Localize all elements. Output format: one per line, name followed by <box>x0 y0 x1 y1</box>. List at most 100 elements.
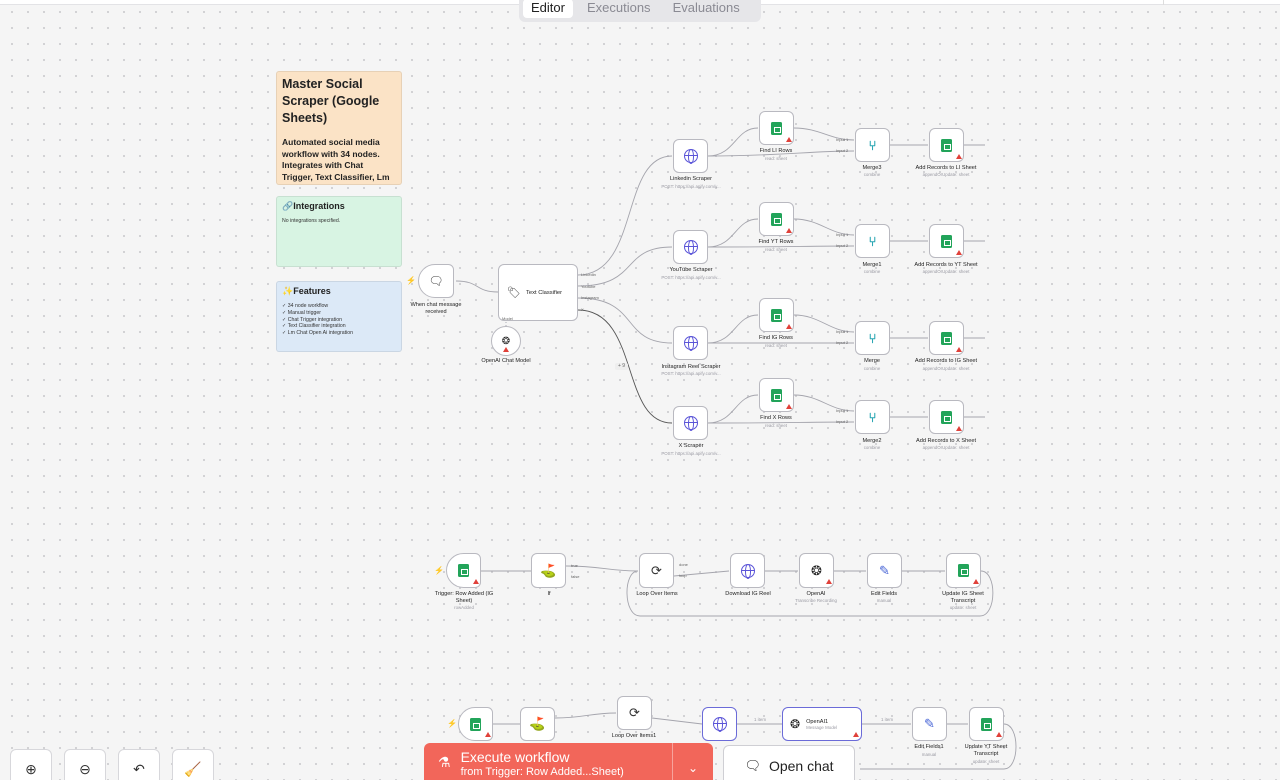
node-trigger-row-added-yt[interactable] <box>458 707 493 741</box>
edge-classifier-linkedin <box>577 155 673 276</box>
node-label: Find YT Rows <box>758 239 794 245</box>
tab-executions[interactable]: Executions <box>586 0 651 15</box>
node-add-records-x[interactable] <box>929 400 964 434</box>
node-x-scraper[interactable] <box>673 406 708 440</box>
warning-icon <box>973 579 979 584</box>
node-merge3[interactable]: ⑂ <box>855 128 890 162</box>
node-chat-trigger[interactable]: 🗨 <box>418 264 454 298</box>
edge-ig-find <box>707 314 759 344</box>
edge-row2-3 <box>673 570 730 577</box>
node-youtube-scraper[interactable] <box>673 230 708 264</box>
node-edit-fields[interactable]: ✎ <box>867 553 902 588</box>
node-download-ig-reel[interactable] <box>730 553 765 588</box>
node-label: Instagram Reel Scraper <box>661 364 721 370</box>
node-loop-over-items[interactable]: ⟳ <box>639 553 674 588</box>
view-tabs: Editor Executions Evaluations <box>519 0 761 22</box>
execute-workflow-button[interactable]: ⚗ Execute workflow from Trigger: Row Add… <box>424 743 713 780</box>
node-label: If <box>547 591 551 597</box>
node-subtitle: manual <box>876 598 892 603</box>
port-label-instagram: Instagram <box>581 295 599 300</box>
node-label: Loop Over Items <box>636 591 678 597</box>
open-chat-button[interactable]: 🗨 Open chat <box>723 745 855 780</box>
zoom-out-button[interactable]: ⊖ <box>64 749 106 780</box>
node-subtitle: appendOrUpdate: sheet <box>922 172 970 177</box>
warning-icon <box>956 250 962 255</box>
node-subtitle: POST: https://api.apify.com/v... <box>661 371 721 376</box>
sheet-icon <box>771 121 782 135</box>
sticky-note-integrations[interactable]: 🔗Integrations No integrations specified. <box>276 196 402 267</box>
broom-icon: 🧹 <box>184 760 202 777</box>
node-merge2[interactable]: ⑂ <box>855 400 890 434</box>
sheet-icon <box>470 717 481 731</box>
feature-list: ✓ 34 node workflow ✓ Manual trigger ✓ Ch… <box>282 303 396 337</box>
node-edit-fields1[interactable]: ✎ <box>912 707 947 741</box>
sticky-features-title: ✨Features <box>282 286 331 296</box>
execute-label: Execute workflow <box>460 749 570 765</box>
edge-label-items: 1 item <box>881 717 893 722</box>
node-update-ig-transcript[interactable] <box>946 553 981 588</box>
port-label-done: done <box>679 562 688 567</box>
node-label: Merge3 <box>862 165 882 171</box>
node-label: Loop Over Items1 <box>611 733 657 739</box>
node-http-request-yt[interactable] <box>702 707 737 741</box>
execute-dropdown-button[interactable]: ⌄ <box>673 743 713 780</box>
node-subtitle: appendOrUpdate: sheet <box>922 445 970 450</box>
node-subtitle: read: sheet <box>765 247 787 252</box>
tidy-up-button[interactable]: 🧹 <box>172 749 214 780</box>
warning-icon <box>485 732 491 737</box>
feature-item: ✓ Chat Trigger integration <box>282 316 342 323</box>
openai-icon: ❂ <box>790 717 801 731</box>
edge-yt-merge <box>707 245 855 248</box>
globe-icon <box>683 336 698 351</box>
node-loop-over-items1[interactable]: ⟳ <box>617 696 652 730</box>
sticky-note-main[interactable]: Master Social Scraper (Google Sheets) Au… <box>276 71 402 185</box>
sheet-icon <box>771 212 782 226</box>
warning-icon <box>473 579 479 584</box>
tab-evaluations[interactable]: Evaluations <box>672 0 740 15</box>
undo-button[interactable]: ↶ <box>118 749 160 780</box>
edge-row2-loopback <box>626 570 994 617</box>
port-label-input1: Input 1 <box>836 137 849 142</box>
edge-findyt-merge <box>793 218 855 236</box>
node-subtitle: POST: https://api.apify.com/v... <box>661 184 721 189</box>
port-label-input2: Input 2 <box>836 340 849 345</box>
trigger-bolt-icon: ⚡ <box>447 719 457 728</box>
node-merge[interactable]: ⑂ <box>855 321 890 355</box>
node-subtitle: manual <box>921 752 937 757</box>
node-text-classifier[interactable]: 🏷 Text Classifier <box>498 264 578 321</box>
node-label: Update IG Sheet Transcript <box>942 591 984 604</box>
node-openai1-label: OpenAI1 <box>806 718 829 725</box>
plus-9-badge[interactable]: + 9 <box>615 363 629 370</box>
node-openai1[interactable]: ❂ OpenAI1 Message Model <box>782 707 862 741</box>
node-subtitle: read: sheet <box>765 156 787 161</box>
edge-row3-2 <box>554 712 617 719</box>
globe-icon <box>683 149 698 164</box>
pencil-icon: ✎ <box>879 562 890 578</box>
warning-icon <box>503 347 509 352</box>
warning-icon <box>786 324 792 329</box>
node-if[interactable]: ⛳ <box>531 553 566 588</box>
node-label: Trigger: Row Added (IG Sheet) <box>434 591 494 604</box>
node-add-records-li[interactable] <box>929 128 964 162</box>
execute-main[interactable]: ⚗ Execute workflow from Trigger: Row Add… <box>424 743 673 780</box>
port-label-input1: Input 1 <box>836 329 849 334</box>
node-subtitle: Transcribe Recording <box>795 598 837 603</box>
node-if1[interactable]: ⛳ <box>520 707 555 741</box>
node-label: Linkedin Scraper <box>670 176 712 182</box>
sheet-icon <box>941 234 952 248</box>
node-merge1[interactable]: ⑂ <box>855 224 890 258</box>
edge-li-find <box>707 127 759 157</box>
sticky-note-features[interactable]: ✨Features ✓ 34 node workflow ✓ Manual tr… <box>276 281 402 352</box>
sheet-icon <box>771 388 782 402</box>
zoom-in-button[interactable]: ⊕ <box>10 749 52 780</box>
edge-chat-to-classifier <box>455 280 499 293</box>
node-linkedin-scraper[interactable] <box>673 139 708 173</box>
node-openai1-sub: Message Model <box>806 724 838 730</box>
node-instagram-scraper[interactable] <box>673 326 708 360</box>
sheet-icon <box>771 308 782 322</box>
node-subtitle: combine <box>863 366 881 371</box>
warning-icon <box>826 579 832 584</box>
tab-editor[interactable]: Editor <box>523 0 573 18</box>
